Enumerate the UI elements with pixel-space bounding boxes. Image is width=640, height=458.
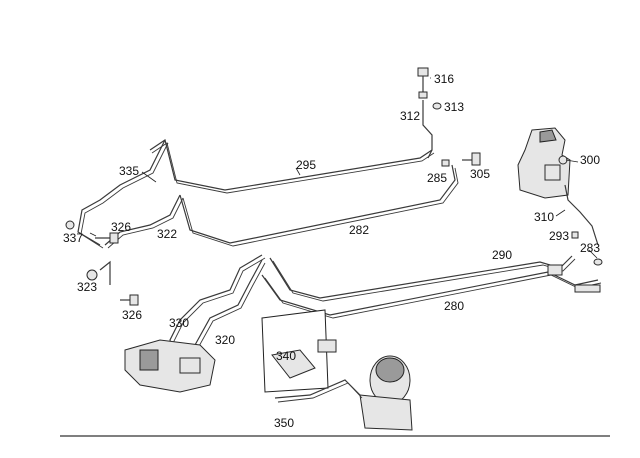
label-335: 335 xyxy=(119,164,140,178)
brake-line-282 xyxy=(179,164,459,247)
bolt-305-part xyxy=(462,152,481,166)
abs-unit-300-part xyxy=(517,127,571,199)
label-295: 295 xyxy=(296,158,317,172)
leader-310 xyxy=(555,209,566,217)
clip-337-part xyxy=(65,220,75,230)
label-285: 285 xyxy=(427,171,448,185)
label-350: 350 xyxy=(274,416,295,430)
bolt-326b-part xyxy=(120,294,139,306)
bolt-316-part xyxy=(417,67,429,99)
label-326a: 326 xyxy=(111,220,132,234)
brake-line-310 xyxy=(564,184,599,246)
label-320: 320 xyxy=(215,333,236,347)
label-322: 322 xyxy=(157,227,178,241)
label-283: 283 xyxy=(580,241,601,255)
label-313: 313 xyxy=(444,100,465,114)
leader-283 xyxy=(588,249,598,259)
leader-335 xyxy=(141,171,157,183)
label-305: 305 xyxy=(470,167,491,181)
brake-line-335 xyxy=(77,139,169,249)
bracket-340-part xyxy=(261,309,337,393)
label-282: 282 xyxy=(349,223,370,237)
label-337: 337 xyxy=(63,231,84,245)
label-300: 300 xyxy=(580,153,601,167)
label-316: 316 xyxy=(434,72,455,86)
label-280: 280 xyxy=(444,299,465,313)
reservoir-350-part xyxy=(274,355,413,431)
fitting-283-part xyxy=(593,258,603,266)
leader-295 xyxy=(295,167,301,176)
label-290: 290 xyxy=(492,248,513,262)
brake-line-290 xyxy=(269,255,576,302)
label-330: 330 xyxy=(169,316,190,330)
label-310: 310 xyxy=(534,210,555,224)
label-340: 340 xyxy=(276,349,297,363)
label-293: 293 xyxy=(549,229,570,243)
label-326b: 326 xyxy=(122,308,143,322)
leader-326a xyxy=(89,232,97,237)
label-323: 323 xyxy=(77,280,98,294)
brake-line-280 xyxy=(261,264,602,319)
label-312: 312 xyxy=(400,109,421,123)
fitting-293-part xyxy=(571,231,579,239)
clip-323-part xyxy=(86,260,111,285)
leader-300 xyxy=(565,159,579,163)
bolt-326a-part xyxy=(95,232,119,244)
line-312-part xyxy=(422,100,433,159)
brake-line-295 xyxy=(149,139,435,194)
washer-313-part xyxy=(432,102,442,110)
master-cylinder-part xyxy=(124,339,216,393)
fitting-285-part xyxy=(441,159,450,167)
